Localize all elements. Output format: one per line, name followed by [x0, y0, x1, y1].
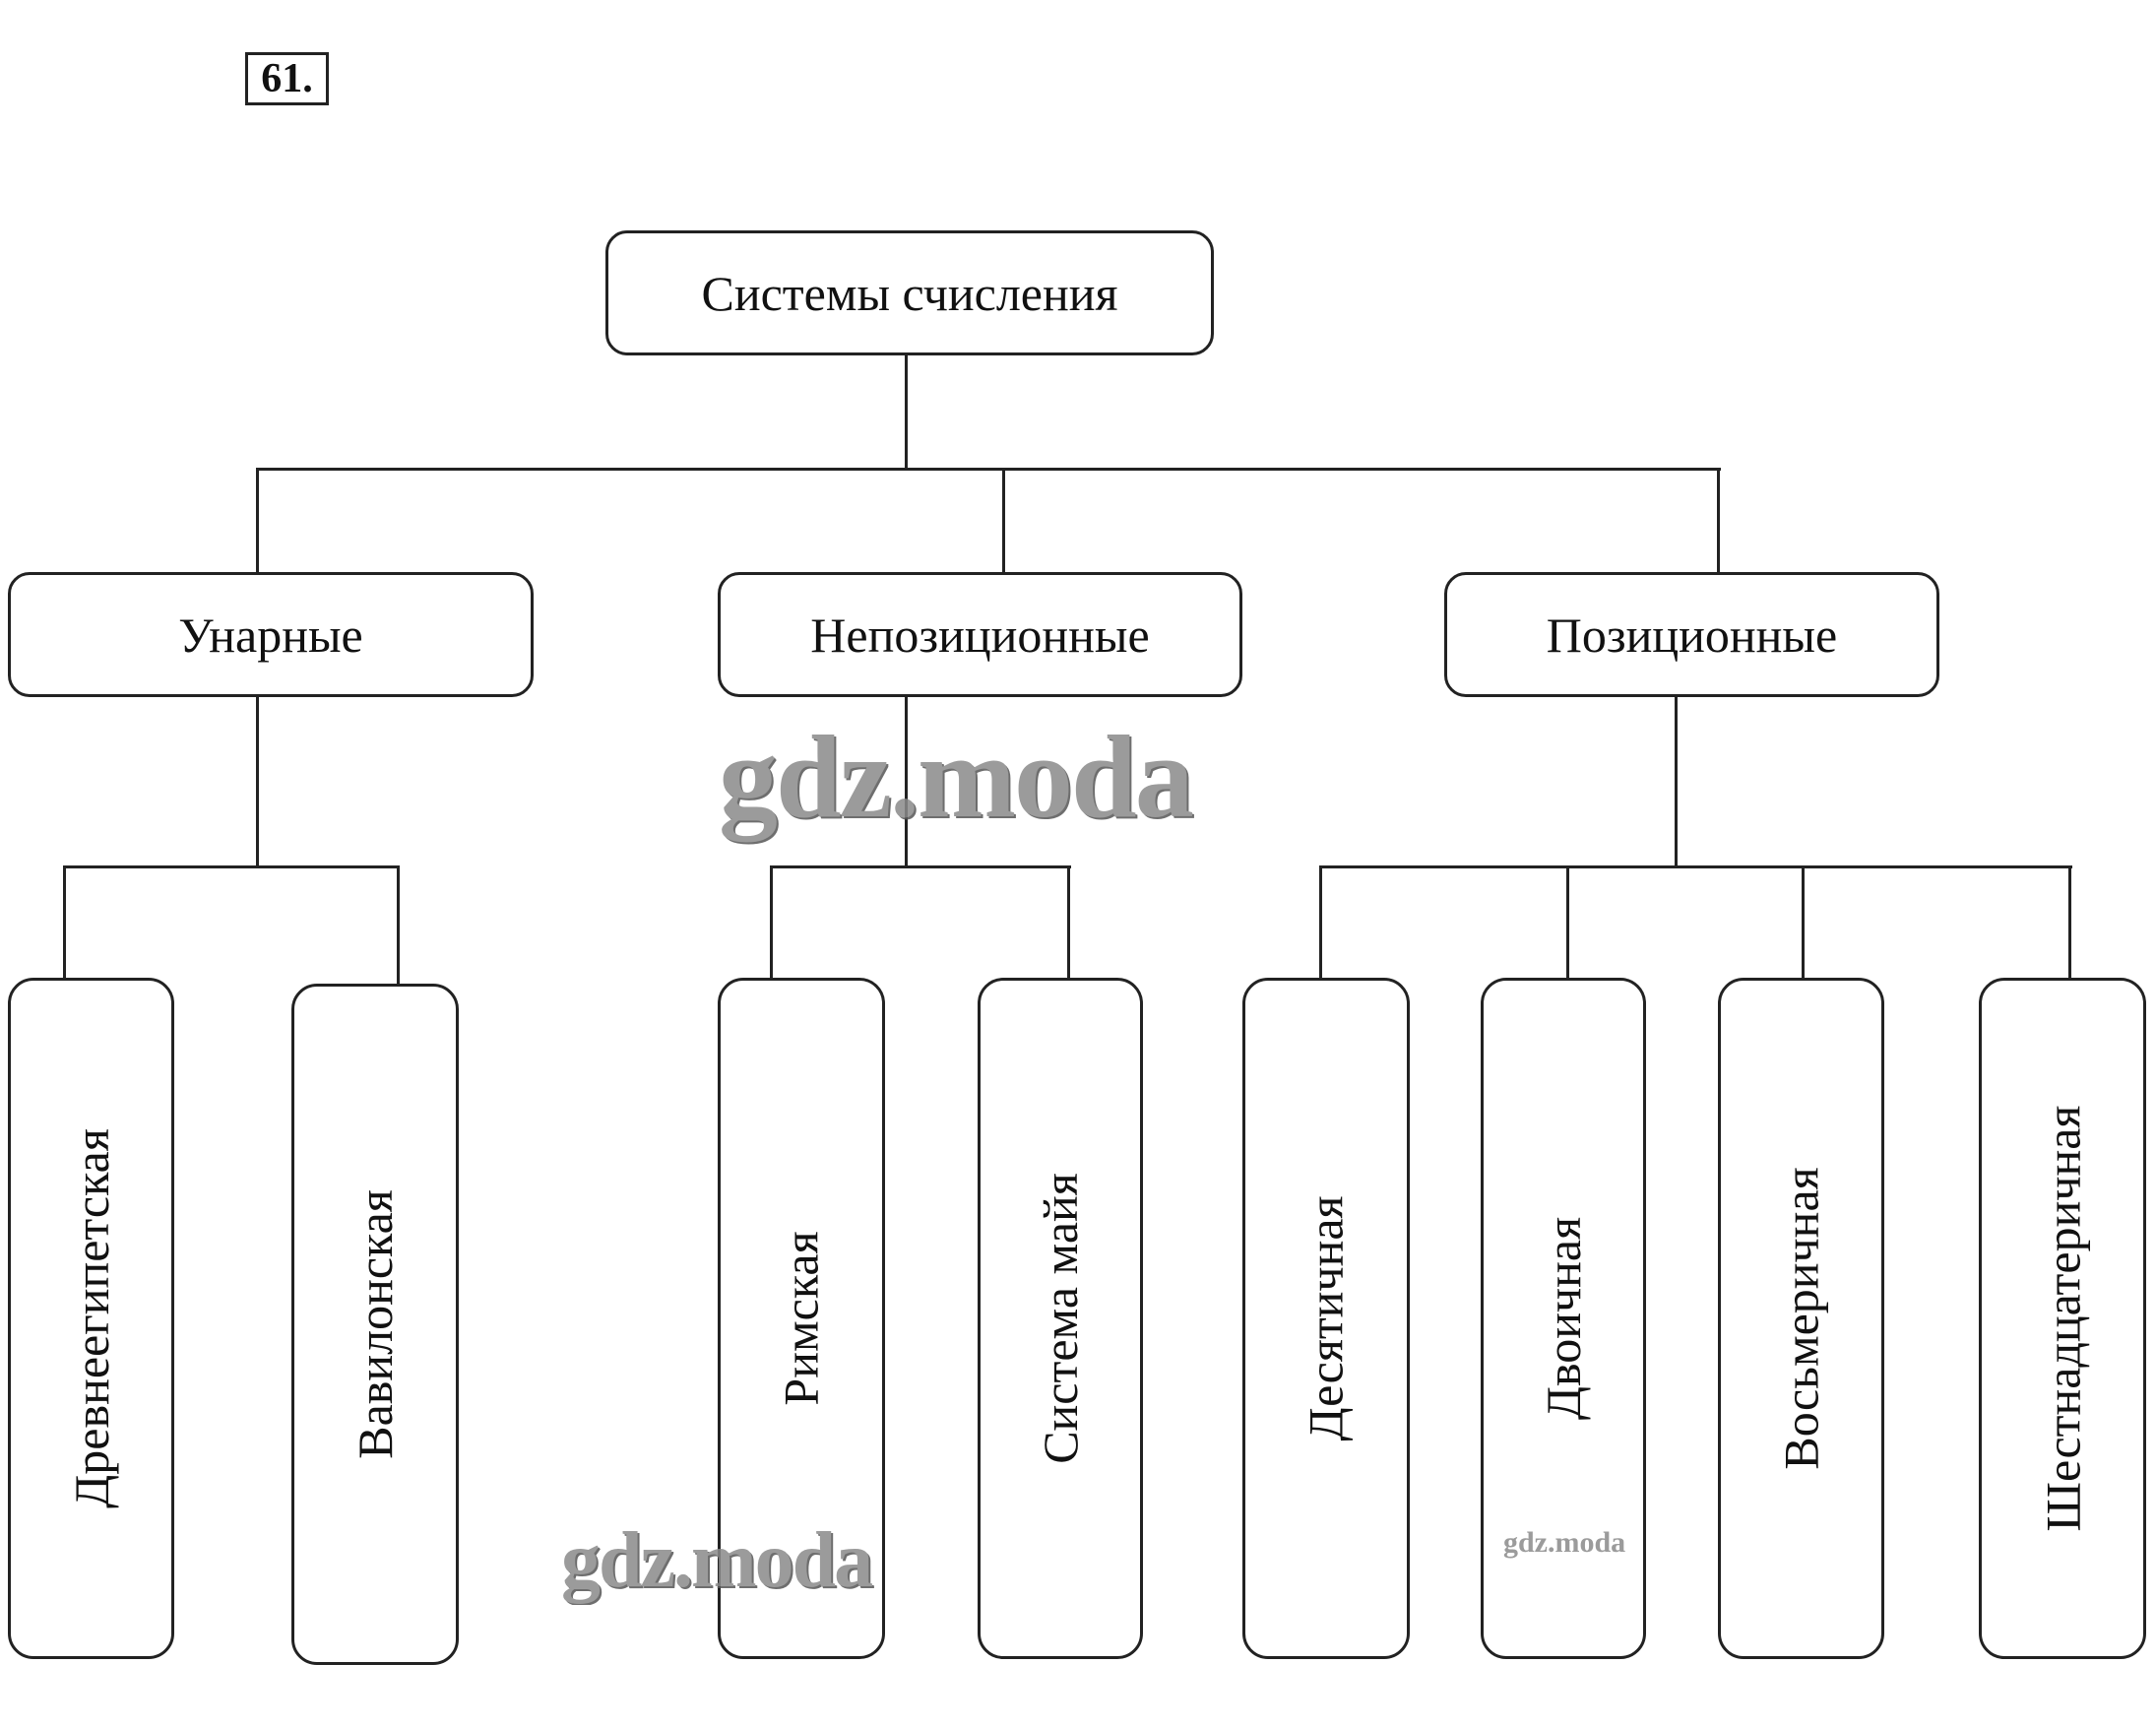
leaf-label: Вавилонская — [348, 1189, 404, 1459]
category-label: Непозиционные — [810, 607, 1150, 663]
leaf-hexadecimal: Шестнадцатеричная — [1979, 978, 2146, 1659]
connector — [1717, 468, 1720, 572]
category-positional: Позиционные — [1444, 572, 1939, 697]
connector — [256, 468, 259, 572]
connector — [770, 865, 773, 978]
connector — [1002, 468, 1005, 572]
leaf-label: Шестнадцатеричная — [2035, 1105, 2090, 1532]
connector — [1675, 697, 1678, 867]
connector — [770, 865, 1071, 868]
root-label: Системы счисления — [701, 265, 1118, 321]
leaf-egyptian: Древнеегипетская — [8, 978, 174, 1659]
leaf-binary: Двоичная — [1481, 978, 1646, 1659]
watermark: gdz.moda — [719, 711, 1194, 842]
leaf-label: Десятичная — [1299, 1195, 1354, 1441]
connector — [63, 865, 66, 978]
exercise-number: 61. — [245, 52, 329, 105]
leaf-label: Восьмеричная — [1773, 1167, 1829, 1470]
leaf-maya: Система майя — [978, 978, 1143, 1659]
leaf-babylonian: Вавилонская — [291, 984, 459, 1665]
connector — [905, 355, 908, 470]
leaf-roman: Римская — [718, 978, 885, 1659]
connector — [905, 697, 908, 867]
watermark: gdz.moda — [1503, 1526, 1626, 1559]
connector — [1319, 865, 1322, 978]
connector — [397, 865, 400, 984]
connector — [1802, 865, 1805, 978]
watermark: gdz.moda — [561, 1517, 873, 1604]
leaf-label: Римская — [774, 1231, 829, 1406]
category-label: Унарные — [178, 607, 363, 663]
root-node: Системы счисления — [605, 230, 1214, 355]
connector — [256, 697, 259, 867]
connector — [2068, 865, 2071, 978]
leaf-label: Древнеегипетская — [63, 1128, 119, 1508]
leaf-label: Система майя — [1033, 1173, 1088, 1464]
category-label: Позиционные — [1546, 607, 1838, 663]
connector — [256, 468, 1721, 471]
category-unary: Унарные — [8, 572, 534, 697]
connector — [63, 865, 400, 868]
leaf-label: Двоичная — [1536, 1216, 1592, 1421]
leaf-decimal: Десятичная — [1242, 978, 1410, 1659]
leaf-octal: Восьмеричная — [1718, 978, 1884, 1659]
connector — [1067, 865, 1070, 978]
connector — [1566, 865, 1569, 978]
category-nonpositional: Непозиционные — [718, 572, 1242, 697]
connector — [1319, 865, 2072, 868]
